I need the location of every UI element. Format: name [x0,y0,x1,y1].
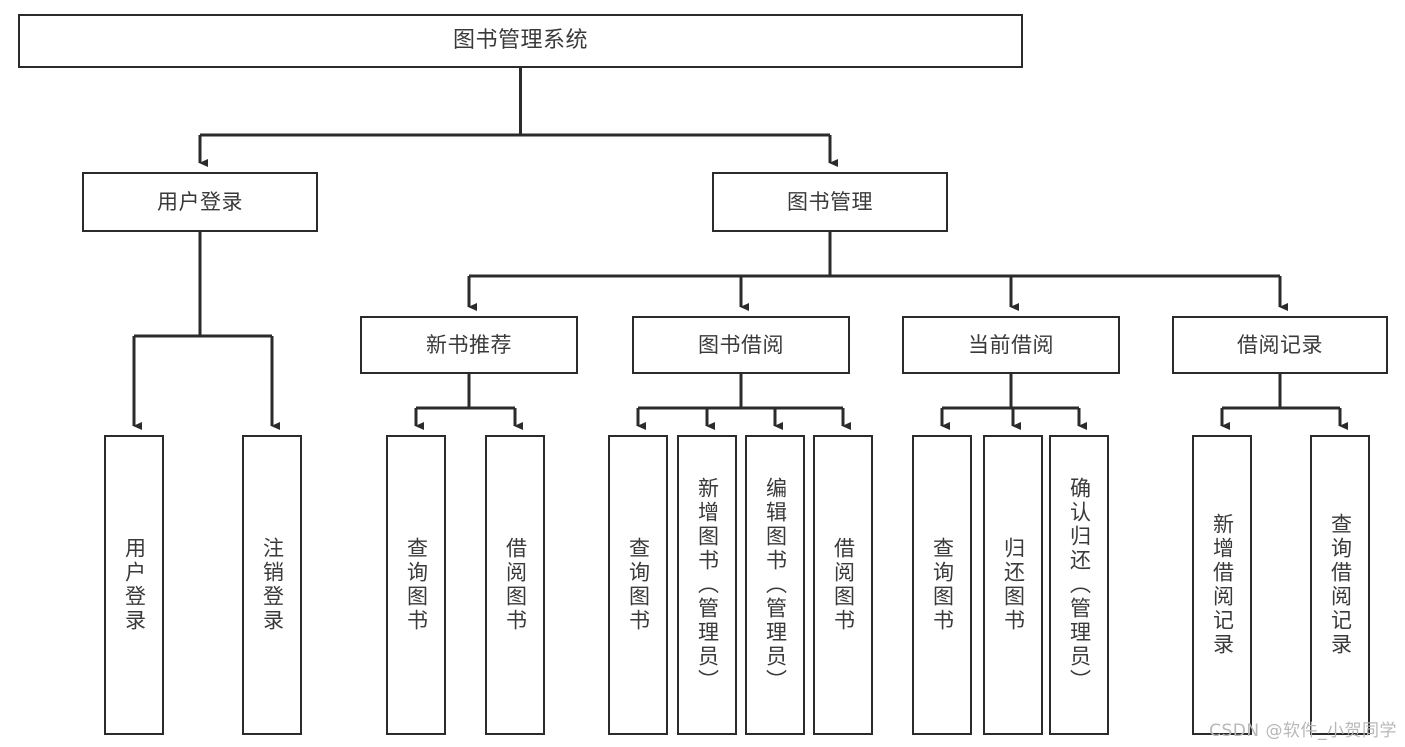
node-book-manage[interactable]: 图书管理 [712,172,948,232]
node-leaf-query-book-2[interactable]: 查询图书 [608,435,668,735]
node-label: 借阅图书 [503,537,528,633]
node-label: 图书借阅 [698,332,784,357]
node-label: 查询图书 [930,537,955,633]
node-label: 新书推荐 [426,332,512,357]
node-leaf-user-login[interactable]: 用户登录 [104,435,164,735]
connector-lines [132,68,1348,430]
node-label: 用户登录 [122,537,147,633]
node-leaf-confirm-return[interactable]: 确认归还（管理员） [1049,435,1109,735]
node-label: 用户登录 [157,189,243,214]
node-leaf-return-book[interactable]: 归还图书 [983,435,1043,735]
node-label: 查询借阅记录 [1328,513,1353,657]
node-leaf-logout[interactable]: 注销登录 [242,435,302,735]
node-user-login[interactable]: 用户登录 [82,172,318,232]
node-leaf-query-record[interactable]: 查询借阅记录 [1310,435,1370,735]
node-label: 当前借阅 [968,332,1054,357]
node-leaf-query-book-3[interactable]: 查询图书 [912,435,972,735]
node-label: 查询图书 [404,537,429,633]
node-leaf-edit-book[interactable]: 编辑图书（管理员） [745,435,805,735]
node-label: 图书管理系统 [452,28,588,54]
node-leaf-borrow-book-1[interactable]: 借阅图书 [485,435,545,735]
node-leaf-add-record[interactable]: 新增借阅记录 [1192,435,1252,735]
node-label: 归还图书 [1001,537,1026,633]
node-label: 确认归还（管理员） [1067,477,1092,693]
node-label: 新增图书（管理员） [695,477,720,693]
node-label: 注销登录 [260,537,285,633]
node-label: 借阅图书 [831,537,856,633]
node-new-book-rec[interactable]: 新书推荐 [360,316,578,374]
node-label: 查询图书 [626,537,651,633]
node-label: 新增借阅记录 [1210,513,1235,657]
node-root[interactable]: 图书管理系统 [18,14,1023,68]
node-label: 借阅记录 [1237,332,1323,357]
node-leaf-query-book-1[interactable]: 查询图书 [386,435,446,735]
node-current-borrow[interactable]: 当前借阅 [902,316,1120,374]
node-leaf-add-book[interactable]: 新增图书（管理员） [677,435,737,735]
node-borrow-record[interactable]: 借阅记录 [1172,316,1388,374]
node-book-borrow[interactable]: 图书借阅 [632,316,850,374]
node-label: 图书管理 [787,189,873,214]
node-leaf-borrow-book-2[interactable]: 借阅图书 [813,435,873,735]
node-label: 编辑图书（管理员） [763,477,788,693]
